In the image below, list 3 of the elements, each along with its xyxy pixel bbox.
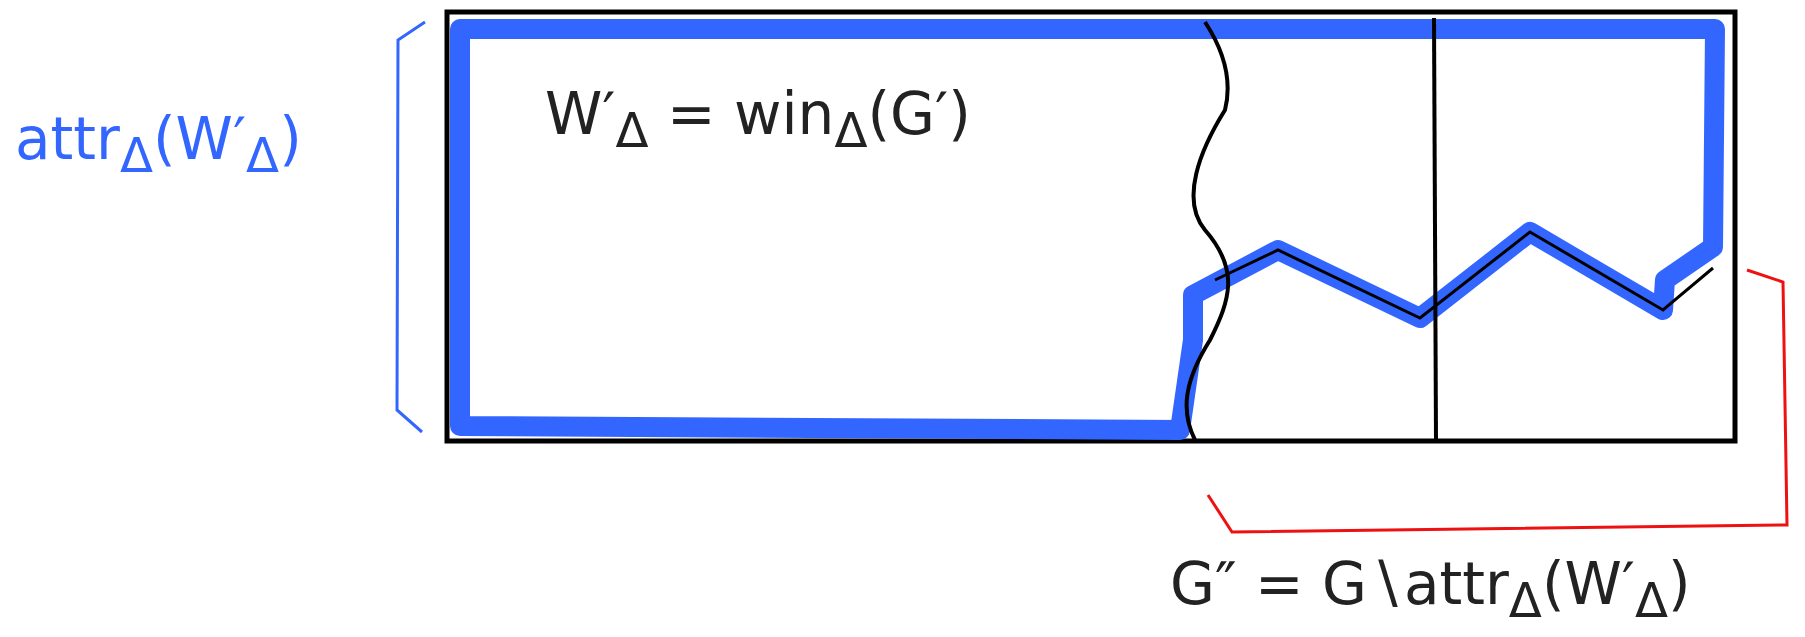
formula-label: W′$_{Δ}$ = win$_{Δ}$(G′): [545, 85, 971, 154]
formula-label: G″ = G∖attr$_{Δ}$(W′$_{Δ}$): [1170, 555, 1691, 624]
formula-label: attr$_{Δ}$(W′$_{Δ}$): [15, 110, 302, 179]
